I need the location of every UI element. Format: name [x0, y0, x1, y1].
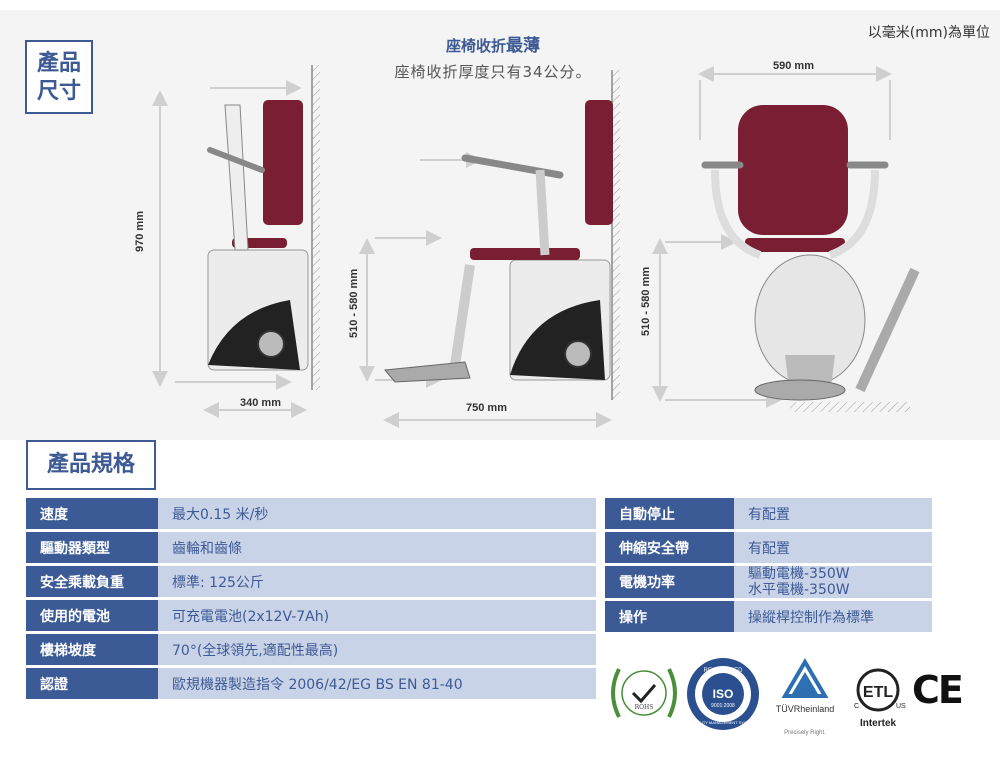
spec-label: 伸縮安全帶 [605, 532, 734, 563]
dimensions-title: 產品 尺寸 [25, 40, 93, 114]
spec-value: 有配置 [734, 532, 932, 563]
etl-c-text: C [854, 703, 859, 710]
spec-value: 歐規機器製造指令 2006/42/EG BS EN 81-40 [158, 668, 596, 699]
ce-mark: CE [912, 668, 964, 712]
iso-logo: REGISTERED ISO 9001:2008 QUALITY MANAGEM… [687, 658, 759, 730]
spec-label: 安全乘載負重 [26, 566, 158, 597]
etl-us-text: US [896, 703, 906, 710]
table-row: 樓梯坡度 70°(全球領先,適配性最高) [26, 634, 596, 665]
spec-label: 速度 [26, 498, 158, 529]
table-row: 電機功率 驅動電機-350W 水平電機-350W [605, 566, 932, 598]
unit-note: 以毫米(mm)為單位 [867, 25, 990, 41]
spec-label: 樓梯坡度 [26, 634, 158, 665]
spec-value: 可充電電池(2x12V-7Ah) [158, 600, 596, 631]
table-row: 速度 最大0.15 米/秒 [26, 498, 596, 529]
rohs-logo: ROHS [611, 668, 677, 718]
specs-title: 產品規格 [26, 440, 156, 490]
seat-height-front-label: 510 - 580 mm [640, 266, 652, 336]
spec-value: 驅動電機-350W 水平電機-350W [734, 566, 932, 598]
table-row: 操作 操縱桿控制作為標準 [605, 601, 932, 632]
table-row: 認證 歐規機器製造指令 2006/42/EG BS EN 81-40 [26, 668, 596, 699]
open-side-view [359, 70, 620, 428]
iso-text: ISO [713, 687, 734, 701]
seat-height-side-label: 510 - 580 mm [348, 268, 360, 338]
iso-top-text: REGISTERED [703, 668, 743, 674]
spec-value: 齒輪和齒條 [158, 532, 596, 563]
dimensions-headline: 座椅收折最薄 [445, 36, 540, 56]
table-row: 自動停止 有配置 [605, 498, 932, 529]
tuv-logo: TÜVRheinland Precisely Right. [776, 658, 835, 736]
height-folded-label: 970 mm [134, 211, 146, 252]
table-row: 驅動器類型 齒輪和齒條 [26, 532, 596, 563]
spec-label: 自動停止 [605, 498, 734, 529]
spec-value: 最大0.15 米/秒 [158, 498, 596, 529]
table-row: 使用的電池 可充電電池(2x12V-7Ah) [26, 600, 596, 631]
spec-label: 使用的電池 [26, 600, 158, 631]
tuv-text: TÜVRheinland [776, 704, 835, 714]
rohs-text: ROHS [635, 704, 654, 711]
spec-value: 70°(全球領先,適配性最高) [158, 634, 596, 665]
stairlift-drawings [152, 65, 920, 428]
etl-logo: ETL C US Intertek [854, 668, 906, 729]
iso-num-text: 9001:2008 [711, 703, 735, 709]
spec-table-right: 自動停止 有配置 伸縮安全帶 有配置 電機功率 驅動電機-350W 水平電機-3… [605, 495, 932, 635]
spec-label: 電機功率 [605, 566, 734, 598]
iso-bottom-text: QUALITY MANAGEMENT SYSTEM [691, 720, 755, 725]
spec-label: 驅動器類型 [26, 532, 158, 563]
depth-open-label: 750 mm [466, 402, 507, 414]
spec-table-left: 速度 最大0.15 米/秒 驅動器類型 齒輪和齒條 安全乘載負重 標準: 125… [26, 495, 596, 702]
folded-side-view [152, 65, 320, 418]
table-row: 安全乘載負重 標準: 125公斤 [26, 566, 596, 597]
dimensions-subline: 座椅收折厚度只有34公分。 [394, 63, 592, 81]
tuv-tagline: Precisely Right. [784, 730, 826, 736]
spec-label: 認證 [26, 668, 158, 699]
table-row: 伸縮安全帶 有配置 [605, 532, 932, 563]
front-view [652, 66, 920, 412]
spec-label: 操作 [605, 601, 734, 632]
etl-text: ETL [863, 684, 893, 701]
depth-folded-label: 340 mm [240, 397, 281, 409]
spec-value: 操縱桿控制作為標準 [734, 601, 932, 632]
width-front-label: 590 mm [773, 60, 814, 72]
spec-value: 標準: 125公斤 [158, 566, 596, 597]
intertek-text: Intertek [860, 718, 897, 729]
spec-value: 有配置 [734, 498, 932, 529]
